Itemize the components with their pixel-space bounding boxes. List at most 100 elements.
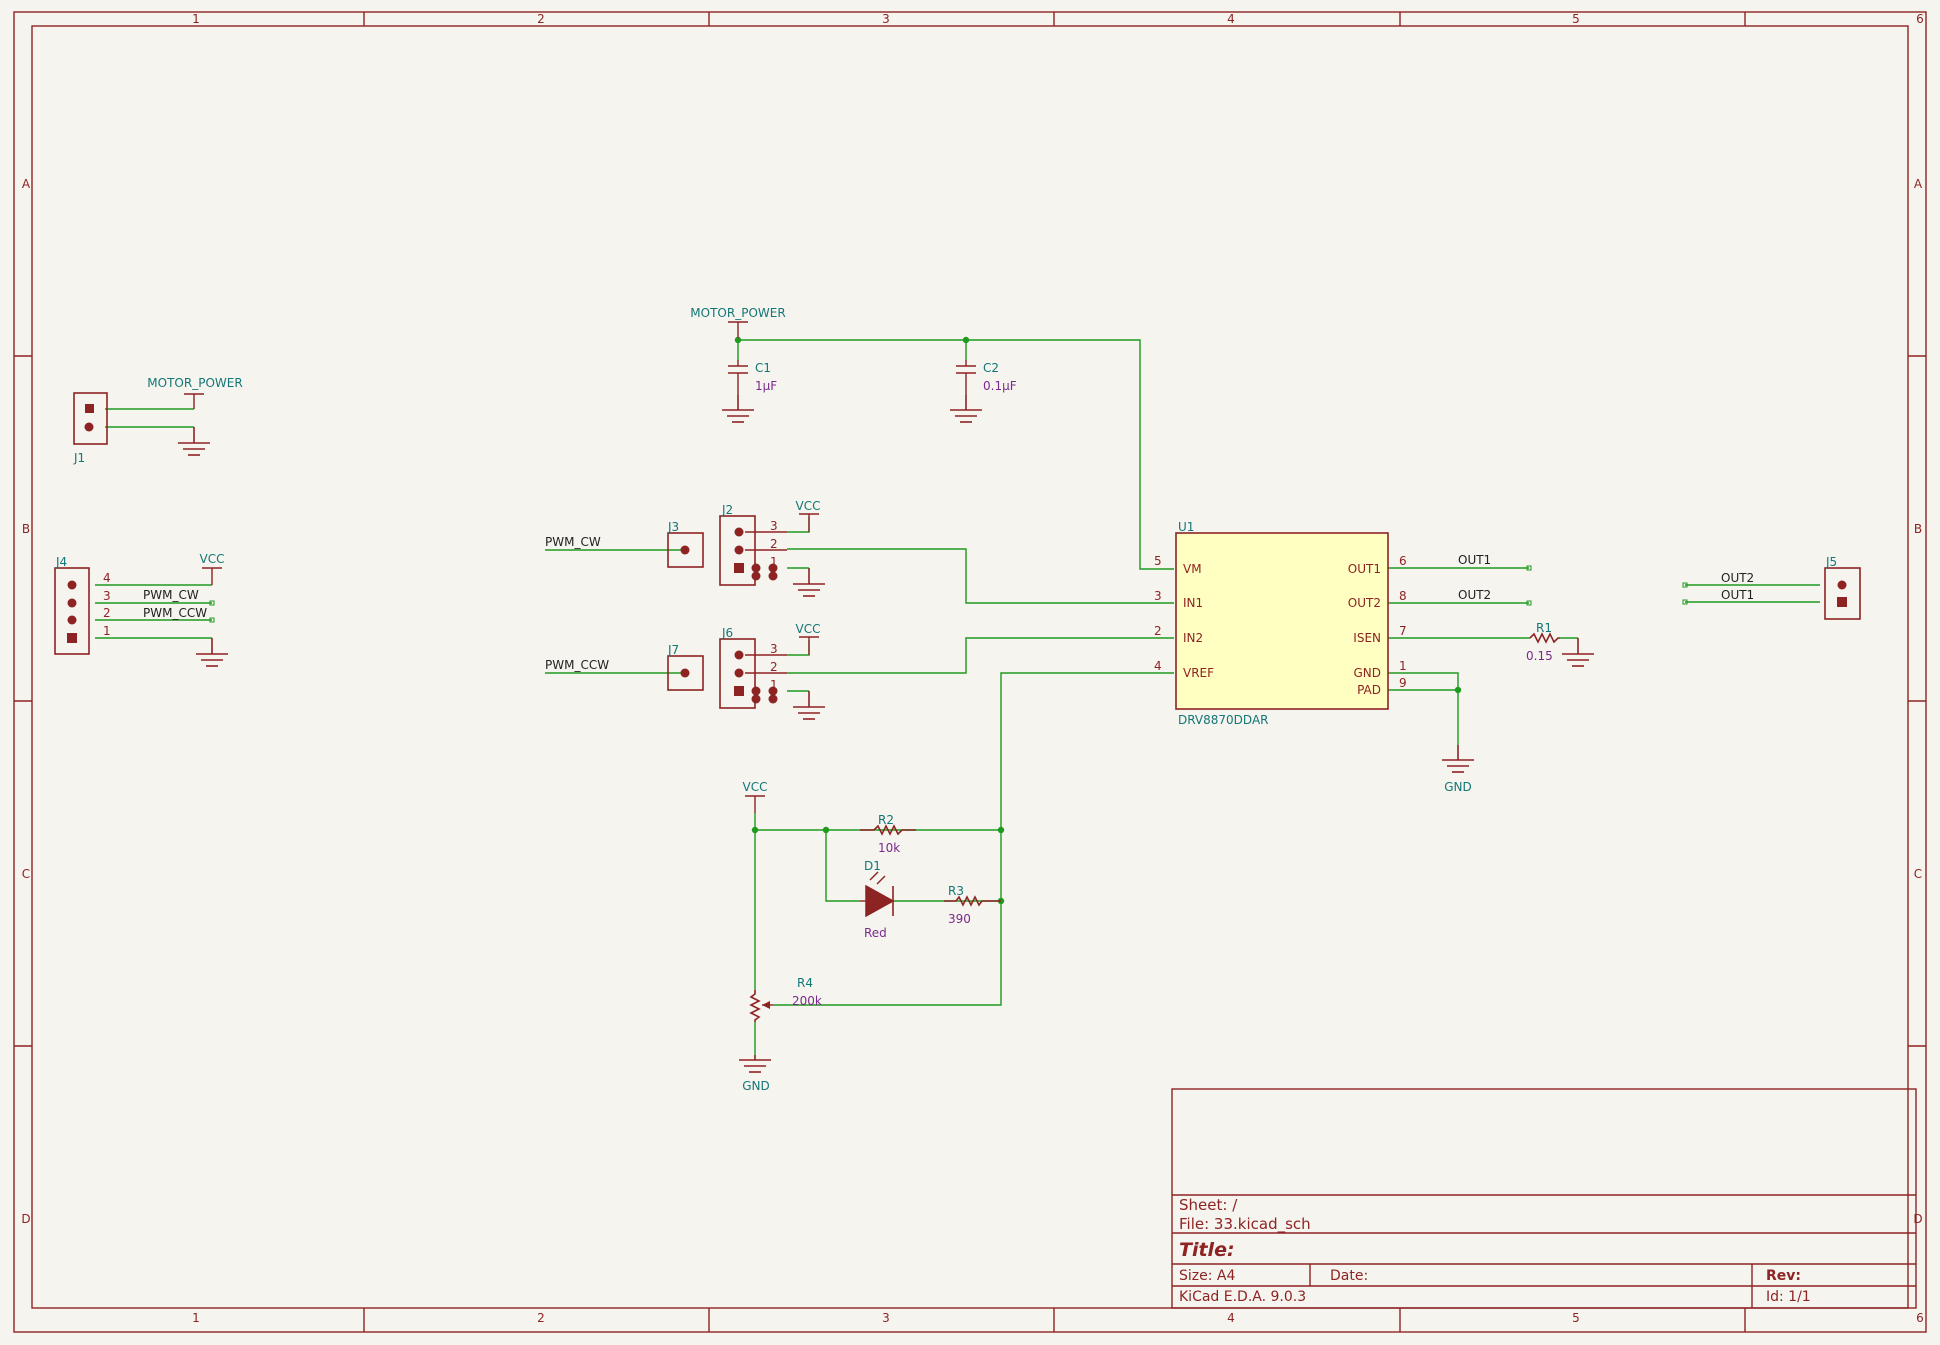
capacitor-c2[interactable]: C2 0.1µF [956, 360, 1017, 395]
u1-pin-name: OUT2 [1348, 596, 1381, 610]
j2-ref: J2 [721, 503, 733, 517]
j6-ref: J6 [721, 626, 733, 640]
u1-value: DRV8870DDAR [1178, 713, 1269, 727]
connector-j7[interactable]: J7 [667, 643, 704, 691]
zone-col-4-bottom: 4 [1227, 1311, 1235, 1325]
r1-value: 0.15 [1526, 649, 1553, 663]
label-ends [209, 565, 1688, 623]
net-label-out2: OUT2 [1458, 588, 1491, 602]
zone-col-5-bottom: 5 [1572, 1311, 1580, 1325]
c2-value: 0.1µF [983, 379, 1017, 393]
inner-frame [31, 25, 1909, 1309]
motor-power-label: MOTOR_POWER [147, 376, 242, 390]
ground-symbol-r4: GND [739, 1055, 771, 1093]
capacitor-c1[interactable]: C1 1µF [728, 360, 777, 395]
vcc-symbol-j6: VCC [796, 622, 820, 655]
u1-pin-num: 7 [1399, 624, 1407, 638]
ground-symbol-c2 [950, 395, 982, 423]
u1-ref: U1 [1178, 520, 1194, 534]
potentiometer-r4[interactable]: R4 200k [749, 976, 822, 1022]
u1-pin-num: 1 [1399, 659, 1407, 673]
motor-power-symbol: MOTOR_POWER [690, 306, 786, 338]
motor-power-label: MOTOR_POWER [690, 306, 785, 320]
d1-ref: D1 [864, 859, 881, 873]
u1-pin-name: VM [1183, 562, 1202, 576]
j2-pin-num: 3 [770, 519, 778, 533]
j3-ref: J3 [667, 520, 679, 534]
resistor-r1[interactable]: R1 0.15 [1526, 621, 1560, 663]
tb-file: File: 33.kicad_sch [1179, 1215, 1311, 1234]
connector-j2[interactable]: J2 3 2 1 [719, 503, 787, 586]
r1-ref: R1 [1536, 621, 1552, 635]
u1-pin-num: 8 [1399, 589, 1407, 603]
tb-id: Id: 1/1 [1766, 1289, 1811, 1305]
tb-rev: Rev: [1766, 1268, 1801, 1284]
u1-pin-name: IN1 [1183, 596, 1203, 610]
u1-driver-ic[interactable]: U1 DRV8870DDAR 5 VM 3 IN1 2 IN2 4 VREF 6… [1154, 520, 1407, 727]
vcc-symbol-j2: VCC [796, 499, 821, 532]
vcc-label: VCC [200, 552, 225, 566]
c2-ref: C2 [983, 361, 999, 375]
ground-symbol-u1: GND [1442, 745, 1474, 794]
motor-power-symbol-j1: MOTOR_POWER [147, 376, 243, 409]
u1-pin-name: PAD [1357, 683, 1381, 697]
gnd-label: GND [742, 1079, 770, 1093]
u1-pin-name: IN2 [1183, 631, 1203, 645]
outer-frame [13, 11, 1927, 1333]
j4-pin-num: 1 [103, 624, 111, 638]
connector-j1[interactable]: J1 [73, 392, 108, 465]
connector-j3[interactable]: J3 [667, 520, 704, 568]
resistor-r2[interactable]: R2 10k [860, 813, 916, 855]
j4-ref: J4 [55, 555, 67, 569]
net-label-pwm-cw: PWM_CW [545, 535, 601, 549]
connector-j6[interactable]: J6 3 2 1 [719, 626, 787, 709]
wires [95, 338, 1820, 1055]
r2-value: 10k [878, 841, 900, 855]
u1-pin-num: 9 [1399, 676, 1407, 690]
vcc-label: VCC [743, 780, 768, 794]
junctions [734, 336, 1462, 905]
zone-row-c: C [22, 867, 30, 881]
u1-pin-num: 3 [1154, 589, 1162, 603]
j6-pin-num: 1 [770, 678, 778, 692]
u1-pin-name: GND [1353, 666, 1381, 680]
u1-pin-num: 2 [1154, 624, 1162, 638]
zone-col-1-bottom: 1 [192, 1311, 200, 1325]
u1-pin-name: VREF [1183, 666, 1214, 680]
j7-ref: J7 [667, 643, 679, 657]
zone-row-b: B [22, 522, 30, 536]
tb-title: Title: [1179, 1239, 1235, 1261]
d1-value: Red [864, 926, 887, 940]
zone-row-a: A [22, 177, 31, 191]
led-d1[interactable]: D1 Red [860, 859, 895, 940]
j4-pin-num: 2 [103, 606, 111, 620]
r4-value: 200k [792, 994, 822, 1008]
zone-ticks [14, 12, 1926, 1332]
resistor-r3[interactable]: R3 390 [944, 884, 1001, 926]
zone-col-6: 6 [1916, 12, 1924, 26]
net-label-out2-j5: OUT2 [1721, 571, 1754, 585]
ground-symbol-j6 [793, 691, 825, 720]
j5-ref: J5 [1825, 555, 1837, 569]
vcc-label: VCC [796, 499, 821, 513]
gnd-label: GND [1444, 780, 1472, 794]
u1-pin-name: OUT1 [1348, 562, 1381, 576]
net-label-pwm-ccw-j4: PWM_CCW [143, 606, 207, 620]
u1-pin-num: 5 [1154, 554, 1162, 568]
u1-pin-num: 4 [1154, 659, 1162, 673]
zone-col-1: 1 [192, 12, 200, 26]
net-label-out1-j5: OUT1 [1721, 588, 1754, 602]
j2-pin-num: 2 [770, 537, 778, 551]
connector-j4[interactable]: J4 4 3 2 1 [54, 555, 111, 655]
r3-value: 390 [948, 912, 971, 926]
tb-date: Date: [1330, 1268, 1368, 1284]
r2-ref: R2 [878, 813, 894, 827]
net-label-out1: OUT1 [1458, 553, 1491, 567]
ground-symbol-j2 [793, 568, 825, 597]
ground-symbol-j1 [178, 427, 210, 456]
tb-app: KiCad E.D.A. 9.0.3 [1179, 1289, 1306, 1305]
connector-j5[interactable]: J5 [1824, 555, 1861, 620]
zone-row-a-right: A [1914, 177, 1923, 191]
j4-pin-num: 4 [103, 571, 111, 585]
